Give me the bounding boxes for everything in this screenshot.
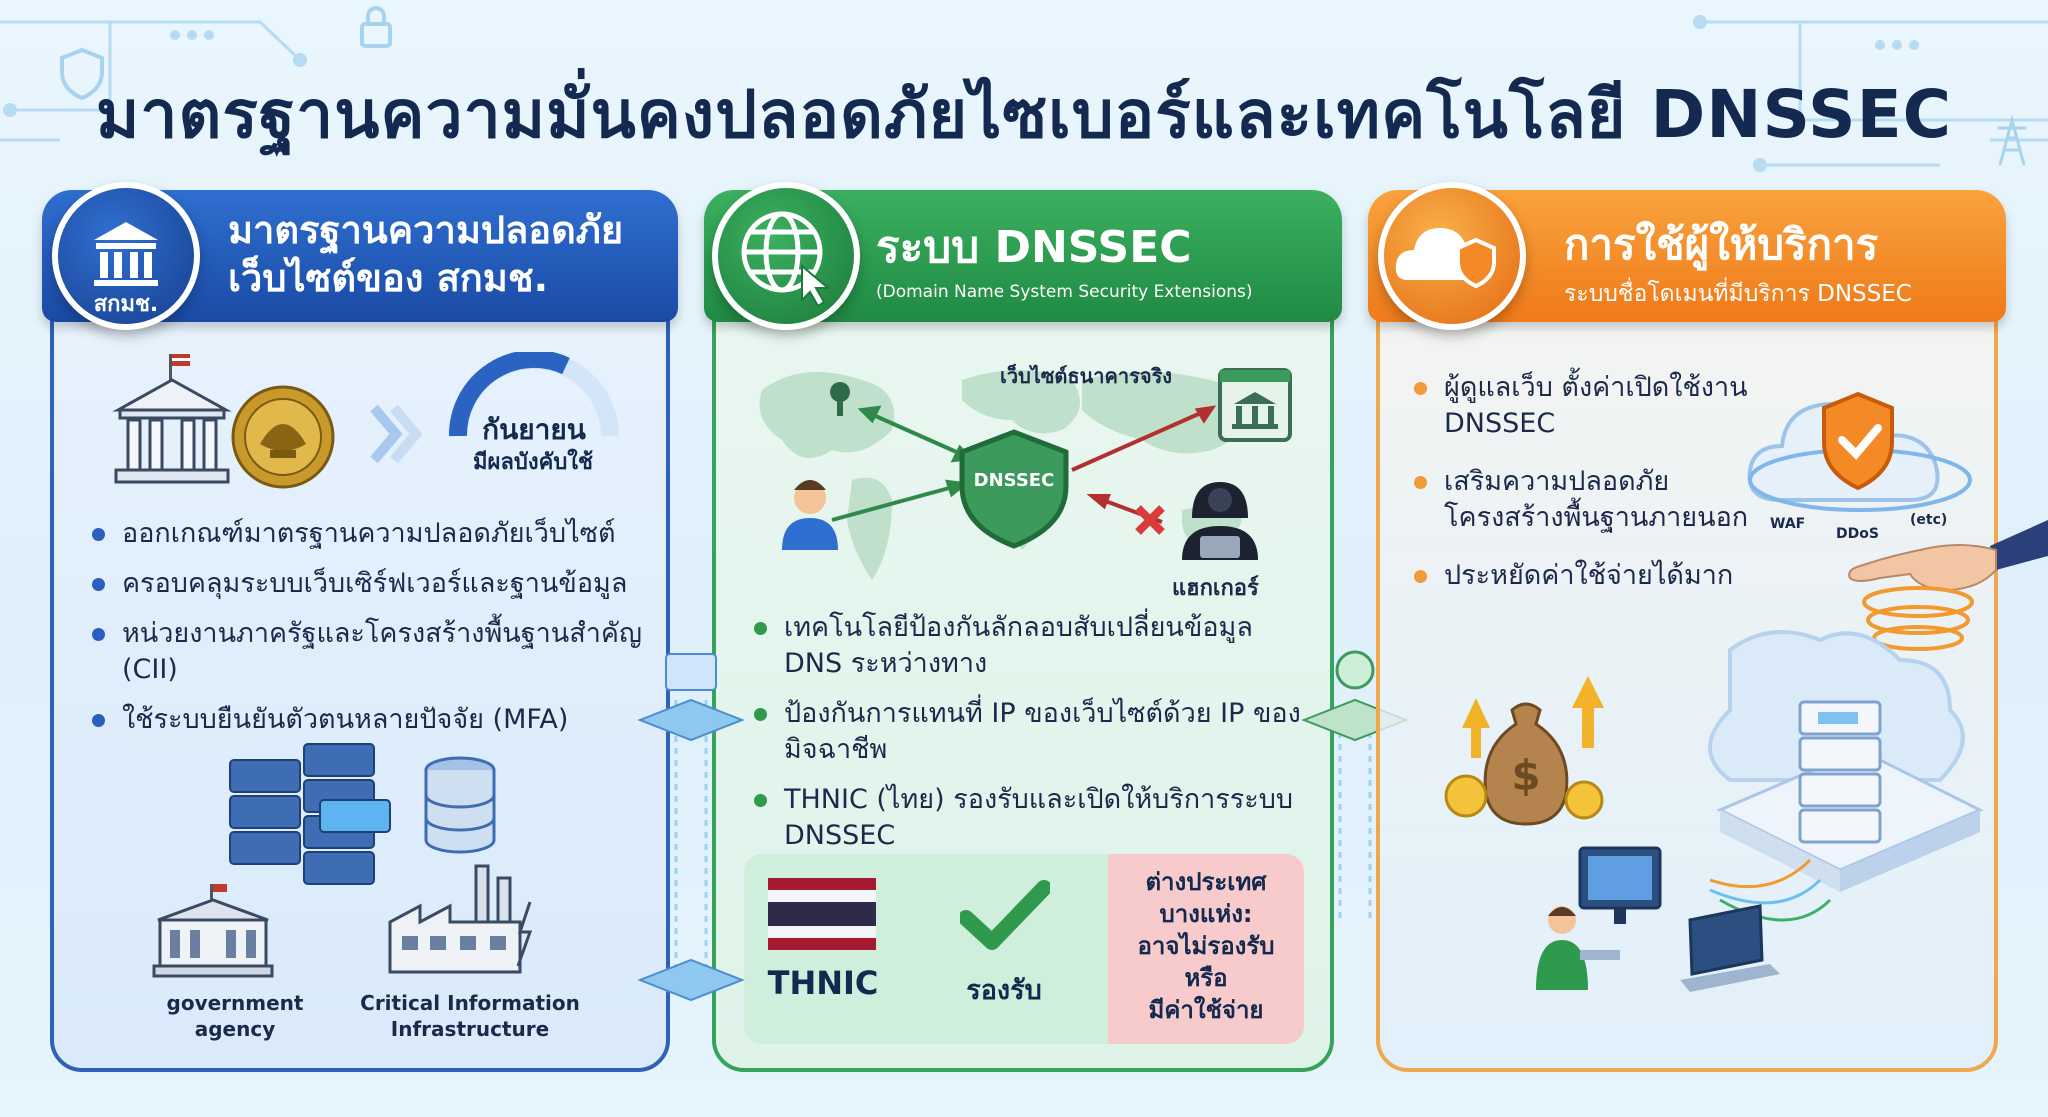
ncsa-seal-icon [231,385,335,489]
dnssec-bullet: ป้องกันการแทนที่ IP ของเว็บไซต์ด้วย IP ข… [752,696,1312,768]
abroad-line: ต่างประเทศ [1145,868,1267,896]
dns-provider-subtitle: ระบบชื่อโดเมนที่มีบริการ DNSSEC [1564,281,1912,307]
lock-icon [360,6,392,48]
government-building-illustration [112,354,232,484]
ncsa-bullet: หน่วยงานภาครัฐและโครงสร้างพื้นฐานสำคัญ (… [90,616,660,688]
ring-label-ddos: DDoS [1836,526,1879,542]
ncsa-badge-text: สกมช. [93,292,159,317]
abroad-line: บางแห่ง: [1159,900,1253,928]
abroad-notice-box [1108,854,1304,1044]
factory-icon [388,864,533,974]
thnic-label: THNIC [767,964,879,1002]
checkmark-icon [960,880,1050,950]
dnssec-shield-label: DNSSEC [973,470,1055,491]
orange-shield-icon [1822,391,1894,491]
ring-label-waf: WAF [1770,516,1806,532]
caption-critical-infrastructure: Critical Information Infrastructure [360,991,580,1041]
hacker-label: แฮกเกอร์ [1172,576,1259,601]
tower-icon [1998,114,2026,166]
real-bank-label: เว็บไซต์ธนาคารจริง [1000,364,1173,388]
dns-provider-bullet-list: ผู้ดูแลเว็บ ตั้งค่าเปิดใช้งาน DNSSEC เสร… [1412,370,1772,608]
cloud-server-platform-illustration [1536,630,1984,992]
dnssec-bullet-list: เทคโนโลยีป้องกันลักลอบสับเปลี่ยนข้อมูล D… [752,610,1312,868]
supported-label: รองรับ [966,975,1042,1006]
world-map-illustration [759,368,1292,580]
person-at-computer-icon [1536,906,1620,990]
dnssec-bullet: THNIC (ไทย) รองรับและเปิดให้บริการระบบ D… [752,782,1312,854]
double-chevron-icon [370,404,423,464]
svg-text:$: $ [1511,751,1540,800]
ncsa-bullet-list: ออกเกณฑ์มาตรฐานความปลอดภัยเว็บไซต์ ครอบค… [90,516,660,752]
dnssec-subtitle: (Domain Name System Security Extensions) [876,282,1253,302]
blocked-x-icon [1135,505,1165,535]
orange-swirl-rings [1862,586,1974,651]
location-pin-icon [830,382,850,416]
dns-provider-badge [1378,182,1526,330]
abroad-line: อาจไม่รองรับ [1137,932,1275,960]
government-agency-icon [152,884,274,978]
effective-label: มีผลบังคับใช้ [473,450,593,475]
thai-flag-icon [768,878,876,950]
ncsa-title-line2: เว็บไซต์ของ สกมช. [228,256,549,300]
user-icon [782,480,838,550]
cloud-shield-icon [1395,228,1496,289]
dns-provider-bullet: ประหยัดค่าใช้จ่ายได้มาก [1412,558,1772,594]
effective-date-gauge [448,352,619,437]
dnssec-title: ระบบ DNSSEC [876,222,1192,273]
dns-provider-bullet: ผู้ดูแลเว็บ ตั้งค่าเปิดใช้งาน DNSSEC [1412,370,1772,442]
government-building-icon [94,222,158,286]
bank-website-icon [1218,368,1292,442]
ncsa-bullet: ใช้ระบบยืนยันตัวตนหลายปัจจัย (MFA) [90,702,660,738]
dns-provider-panel [1376,196,1998,1072]
laptop-icon [1680,904,1780,992]
globe-cursor-icon [741,211,831,308]
cloud-security-illustration [1747,391,1972,512]
ncsa-badge: สกมช. [52,182,200,330]
abroad-line: มีค่าใช้จ่าย [1148,996,1264,1024]
ncsa-bullet: ออกเกณฑ์มาตรฐานความปลอดภัยเว็บไซต์ [90,516,660,552]
dnssec-bullet: เทคโนโลยีป้องกันลักลอบสับเปลี่ยนข้อมูล D… [752,610,1312,682]
abroad-line: หรือ [1184,964,1228,992]
dnssec-badge [712,182,860,330]
ncsa-title-line1: มาตรฐานความปลอดภัย [228,208,624,252]
ncsa-standard-panel [50,196,670,1072]
dns-provider-bullet: เสริมความปลอดภัย โครงสร้างพื้นฐานภายนอก [1412,464,1772,536]
money-bag-icon: $ [1444,676,1604,826]
panel-connector-left [637,653,745,1002]
effective-month: กันยายน [482,413,586,446]
monitor-icon [1578,846,1662,924]
abroad-notice-text: ต่างประเทศ บางแห่ง: อาจไม่รองรับ หรือ มี… [1108,866,1304,1026]
shield-icon [60,47,104,101]
database-icon [424,756,496,854]
caption-government-agency: government agency [166,991,304,1041]
dnssec-shield-icon [959,429,1069,549]
coin-icon [1444,774,1604,820]
server-stack-illustration [229,743,496,885]
hacker-icon [1182,482,1258,560]
page-title: มาตรฐานความมั่นคงปลอดภัยไซเบอร์และเทคโนโ… [95,76,1953,153]
dns-provider-title: การใช้ผู้ให้บริการ [1564,220,1879,269]
ncsa-bullet: ครอบคลุมระบบเว็บเซิร์ฟเวอร์และฐานข้อมูล [90,566,660,602]
ring-label-etc: (etc) [1910,512,1948,528]
